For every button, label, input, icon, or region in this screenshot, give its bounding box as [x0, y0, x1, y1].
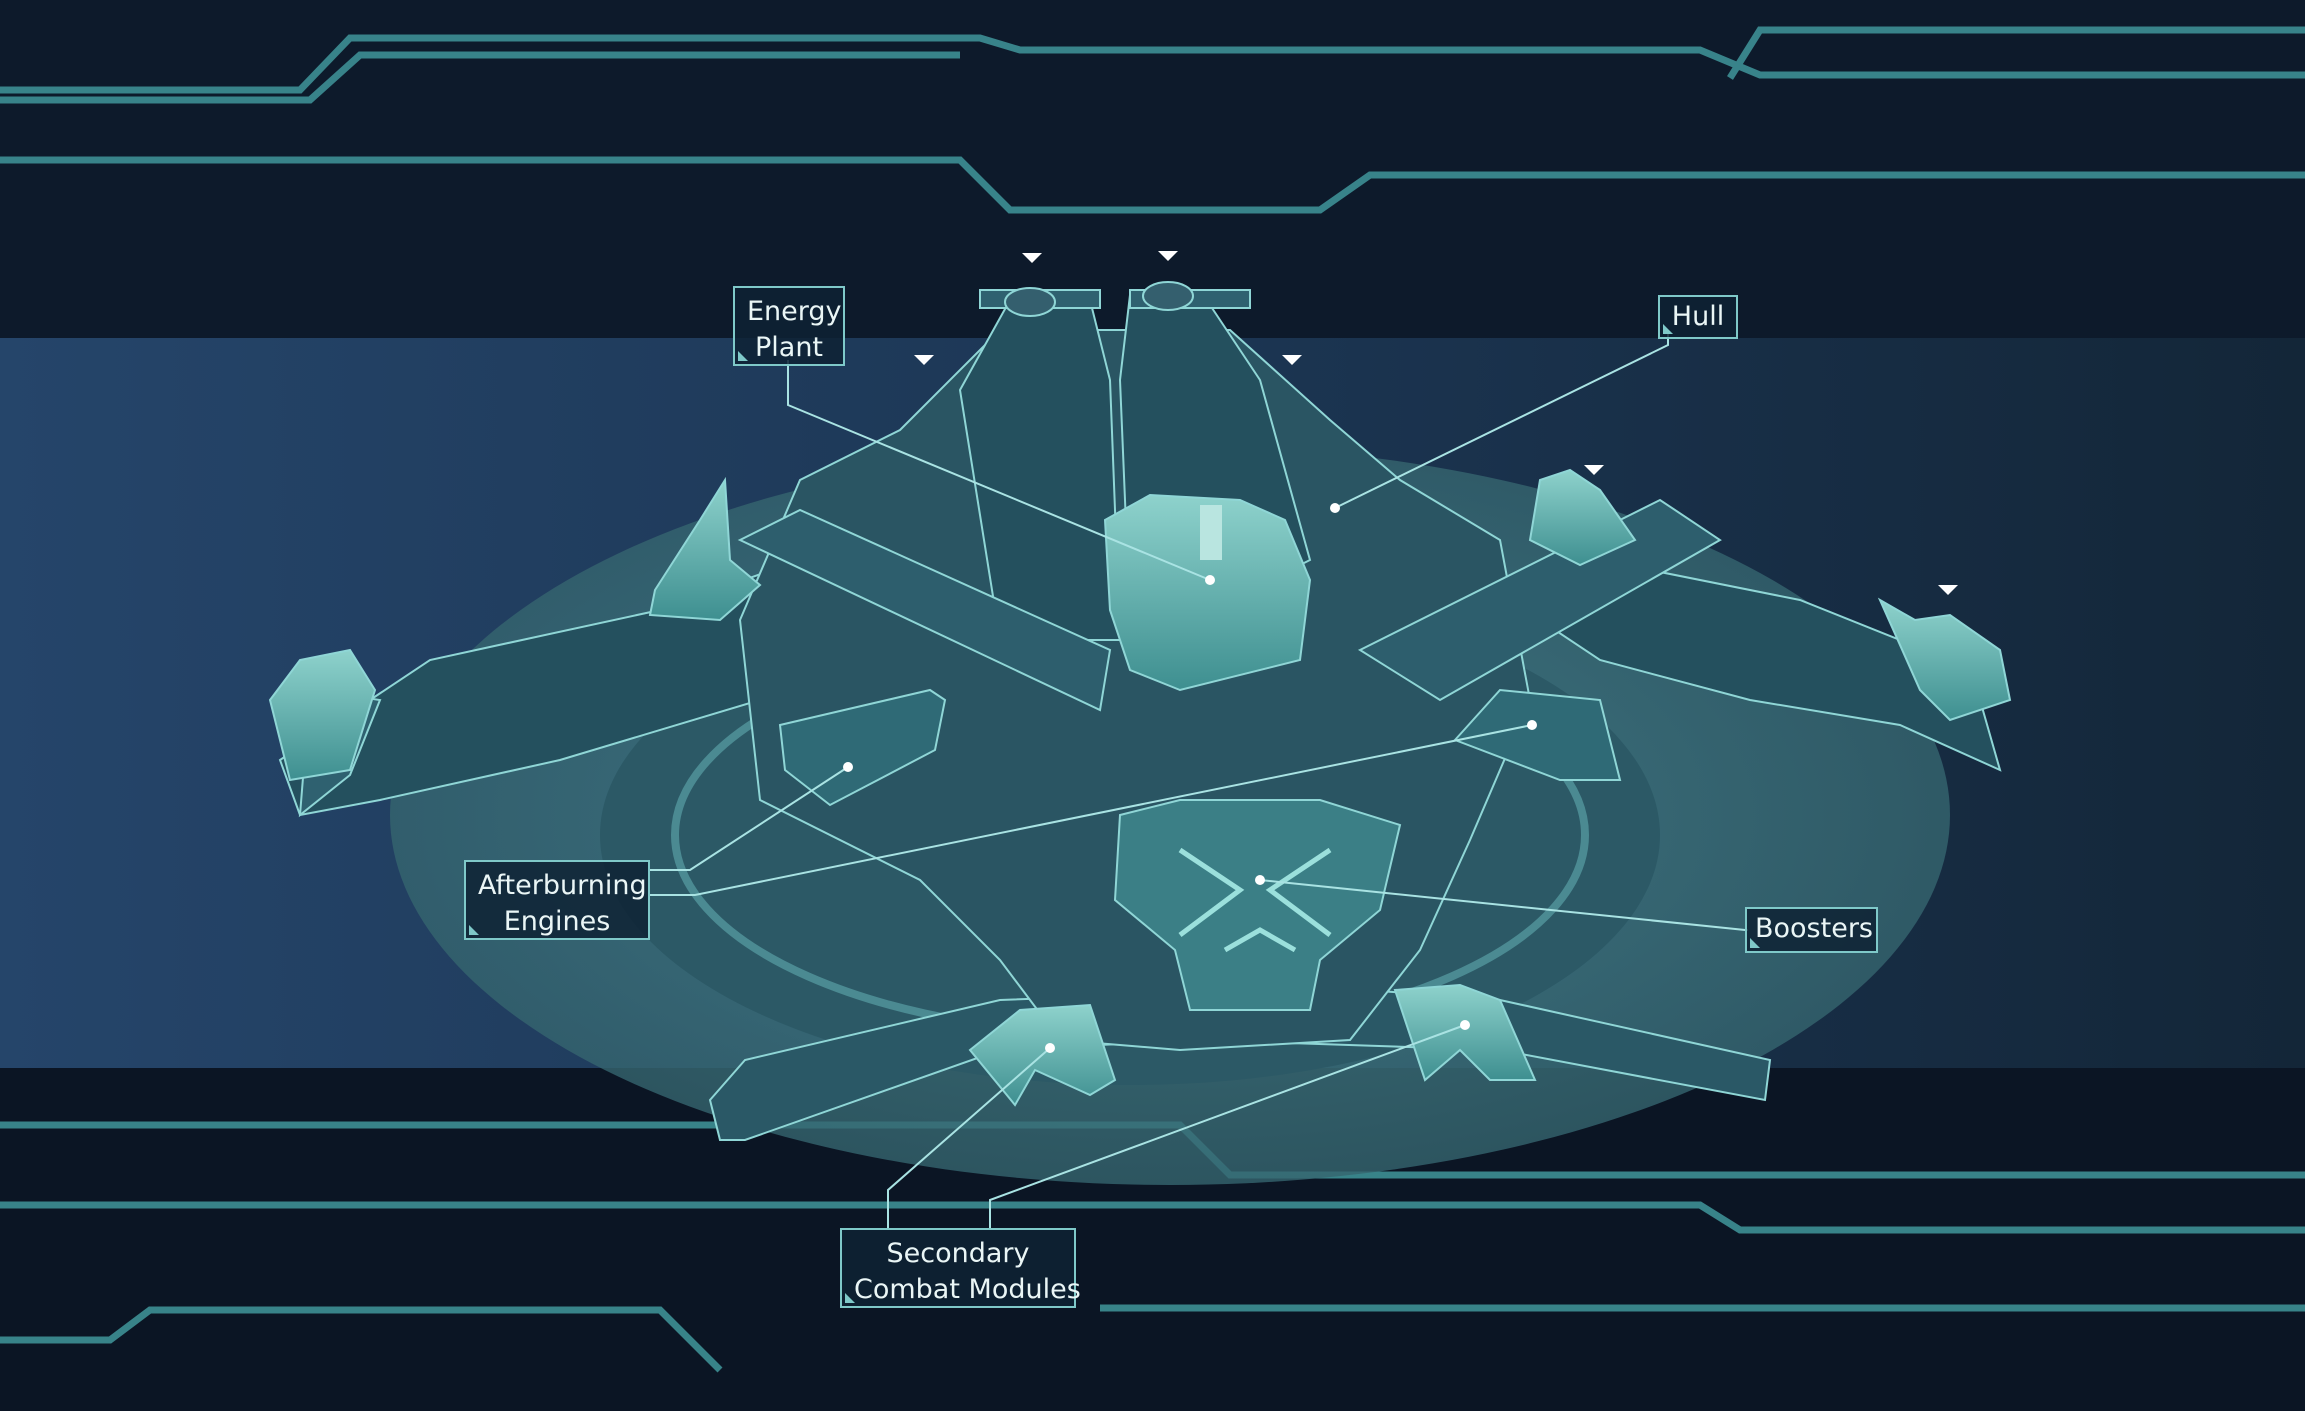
left-strut — [737, 508, 1112, 712]
slot-markers — [914, 251, 1958, 595]
secondary-module-right — [1393, 983, 1537, 1082]
afterburning-engine-right — [1453, 688, 1622, 781]
label-secondary-combat-modules-line1: Secondary — [886, 1238, 1030, 1269]
turret-left-2 — [268, 648, 377, 782]
label-afterburning-engines-line2: Engines — [503, 906, 611, 937]
label-energy-plant: Energy Plant — [733, 286, 845, 366]
label-secondary-combat-modules: Secondary Combat Modules — [840, 1228, 1081, 1308]
turret-right-2 — [1877, 597, 2012, 722]
right-wing — [1538, 558, 2002, 772]
label-boosters: Boosters — [1745, 907, 1878, 953]
corner-marker — [845, 1293, 855, 1303]
label-energy-plant-line2: Plant — [754, 332, 824, 363]
turret-right-1 — [1528, 468, 1637, 567]
energy-plant-module — [1103, 493, 1312, 692]
callout-dots — [843, 503, 1537, 1053]
corner-marker — [1750, 938, 1760, 948]
label-energy-plant-line1: Energy — [747, 296, 842, 327]
label-afterburning-engines-line1: Afterburning — [478, 870, 647, 901]
label-hull-line1: Hull — [1671, 301, 1725, 332]
corner-marker — [738, 351, 748, 361]
label-afterburning-engines: Afterburning Engines — [464, 860, 650, 940]
label-secondary-combat-modules-line2: Combat Modules — [854, 1274, 1081, 1305]
turret-left-1 — [648, 476, 762, 622]
label-hull: Hull — [1658, 295, 1738, 339]
corner-marker — [469, 925, 479, 935]
label-boosters-line1: Boosters — [1755, 913, 1873, 944]
afterburning-engine-left — [778, 688, 947, 807]
corner-marker — [1663, 324, 1673, 334]
